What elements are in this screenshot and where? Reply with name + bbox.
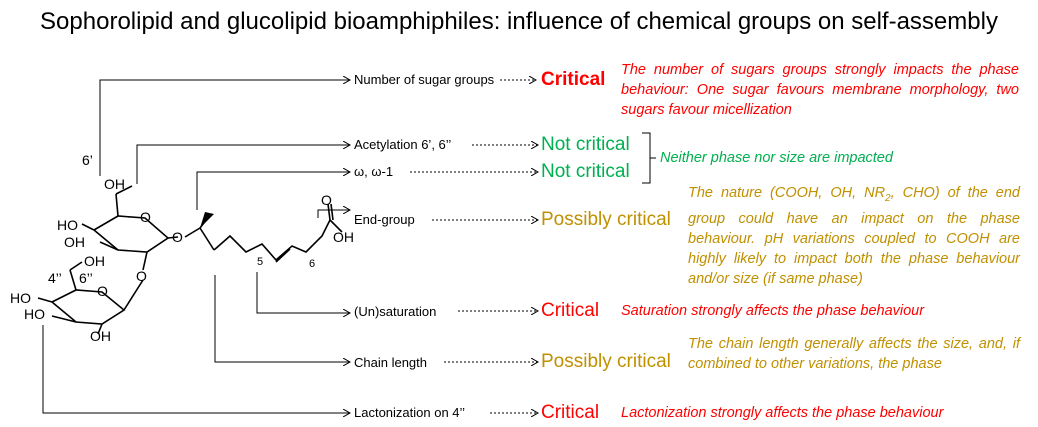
label-ho-upper: HO	[57, 217, 78, 233]
description-chain-length: The chain length generally affects the s…	[688, 336, 1020, 372]
page-title: Sophorolipid and glucolipid bioamphiphil…	[40, 8, 998, 35]
shared-note-not-critical: Neither phase nor size are impacted	[660, 150, 893, 166]
verdict-unsaturation: Critical	[541, 300, 600, 321]
row-label-omega: ω, ω-1	[354, 164, 394, 179]
verdict-lactonization: Critical	[541, 402, 600, 423]
description-unsaturation: Saturation strongly affects the phase be…	[621, 303, 925, 319]
label-oh-upper: OH	[64, 234, 85, 250]
verdict-omega: Not critical	[541, 161, 630, 182]
row-label-sugar-groups: Number of sugar groups	[354, 72, 495, 87]
verdict-acetylation: Not critical	[541, 134, 630, 155]
label-4-double-prime: 4’’	[48, 270, 62, 286]
row-label-acetylation: Acetylation 6’, 6’’	[354, 137, 452, 152]
molecule-structure	[37, 185, 343, 335]
connector-chain-length	[214, 275, 350, 362]
verdict-sugar-groups: Critical	[541, 69, 606, 90]
row-label-lactonization: Lactonization on 4’’	[354, 405, 466, 420]
not-critical-bracket	[642, 132, 656, 184]
connector-sugar-groups	[99, 80, 350, 176]
label-sub-6: 6	[309, 258, 316, 270]
connector-end-group	[317, 210, 350, 218]
description-end-group: The nature (COOH, OH, NR2, CHO) of the e…	[688, 185, 1020, 287]
label-ring-o-lower: O	[97, 283, 108, 299]
label-glycosidic-o: O	[172, 229, 183, 245]
label-sub-5: 5	[257, 256, 264, 268]
connector-lactonization	[42, 325, 350, 413]
description-lactonization: Lactonization strongly affects the phase…	[621, 405, 944, 421]
description-sugar-groups: The number of sugars groups strongly imp…	[621, 62, 1019, 118]
label-oh-lower-top: OH	[84, 253, 105, 269]
label-acid-oh: OH	[333, 229, 354, 245]
label-ho-lower-2: HO	[24, 306, 45, 322]
label-ring-o-upper: O	[140, 209, 151, 225]
label-oh-top: OH	[104, 176, 125, 192]
verdict-end-group: Possibly critical	[541, 209, 671, 230]
label-oh-bottom: OH	[90, 328, 111, 344]
label-6-prime: 6’	[82, 152, 93, 168]
methyl-wedge	[200, 212, 214, 228]
connector-acetylation	[136, 145, 350, 184]
row-label-chain-length: Chain length	[354, 355, 427, 370]
label-link-o: O	[136, 268, 147, 284]
row-label-unsaturation: (Un)saturation	[354, 304, 437, 319]
connector-unsaturation	[256, 272, 350, 313]
connector-omega	[196, 172, 350, 210]
verdict-chain-length: Possibly critical	[541, 351, 671, 372]
row-label-end-group: End-group	[354, 212, 415, 227]
label-ho-lower: HO	[10, 290, 31, 306]
label-carbonyl-o: O	[321, 192, 332, 208]
label-6-double-prime: 6’’	[79, 270, 93, 286]
